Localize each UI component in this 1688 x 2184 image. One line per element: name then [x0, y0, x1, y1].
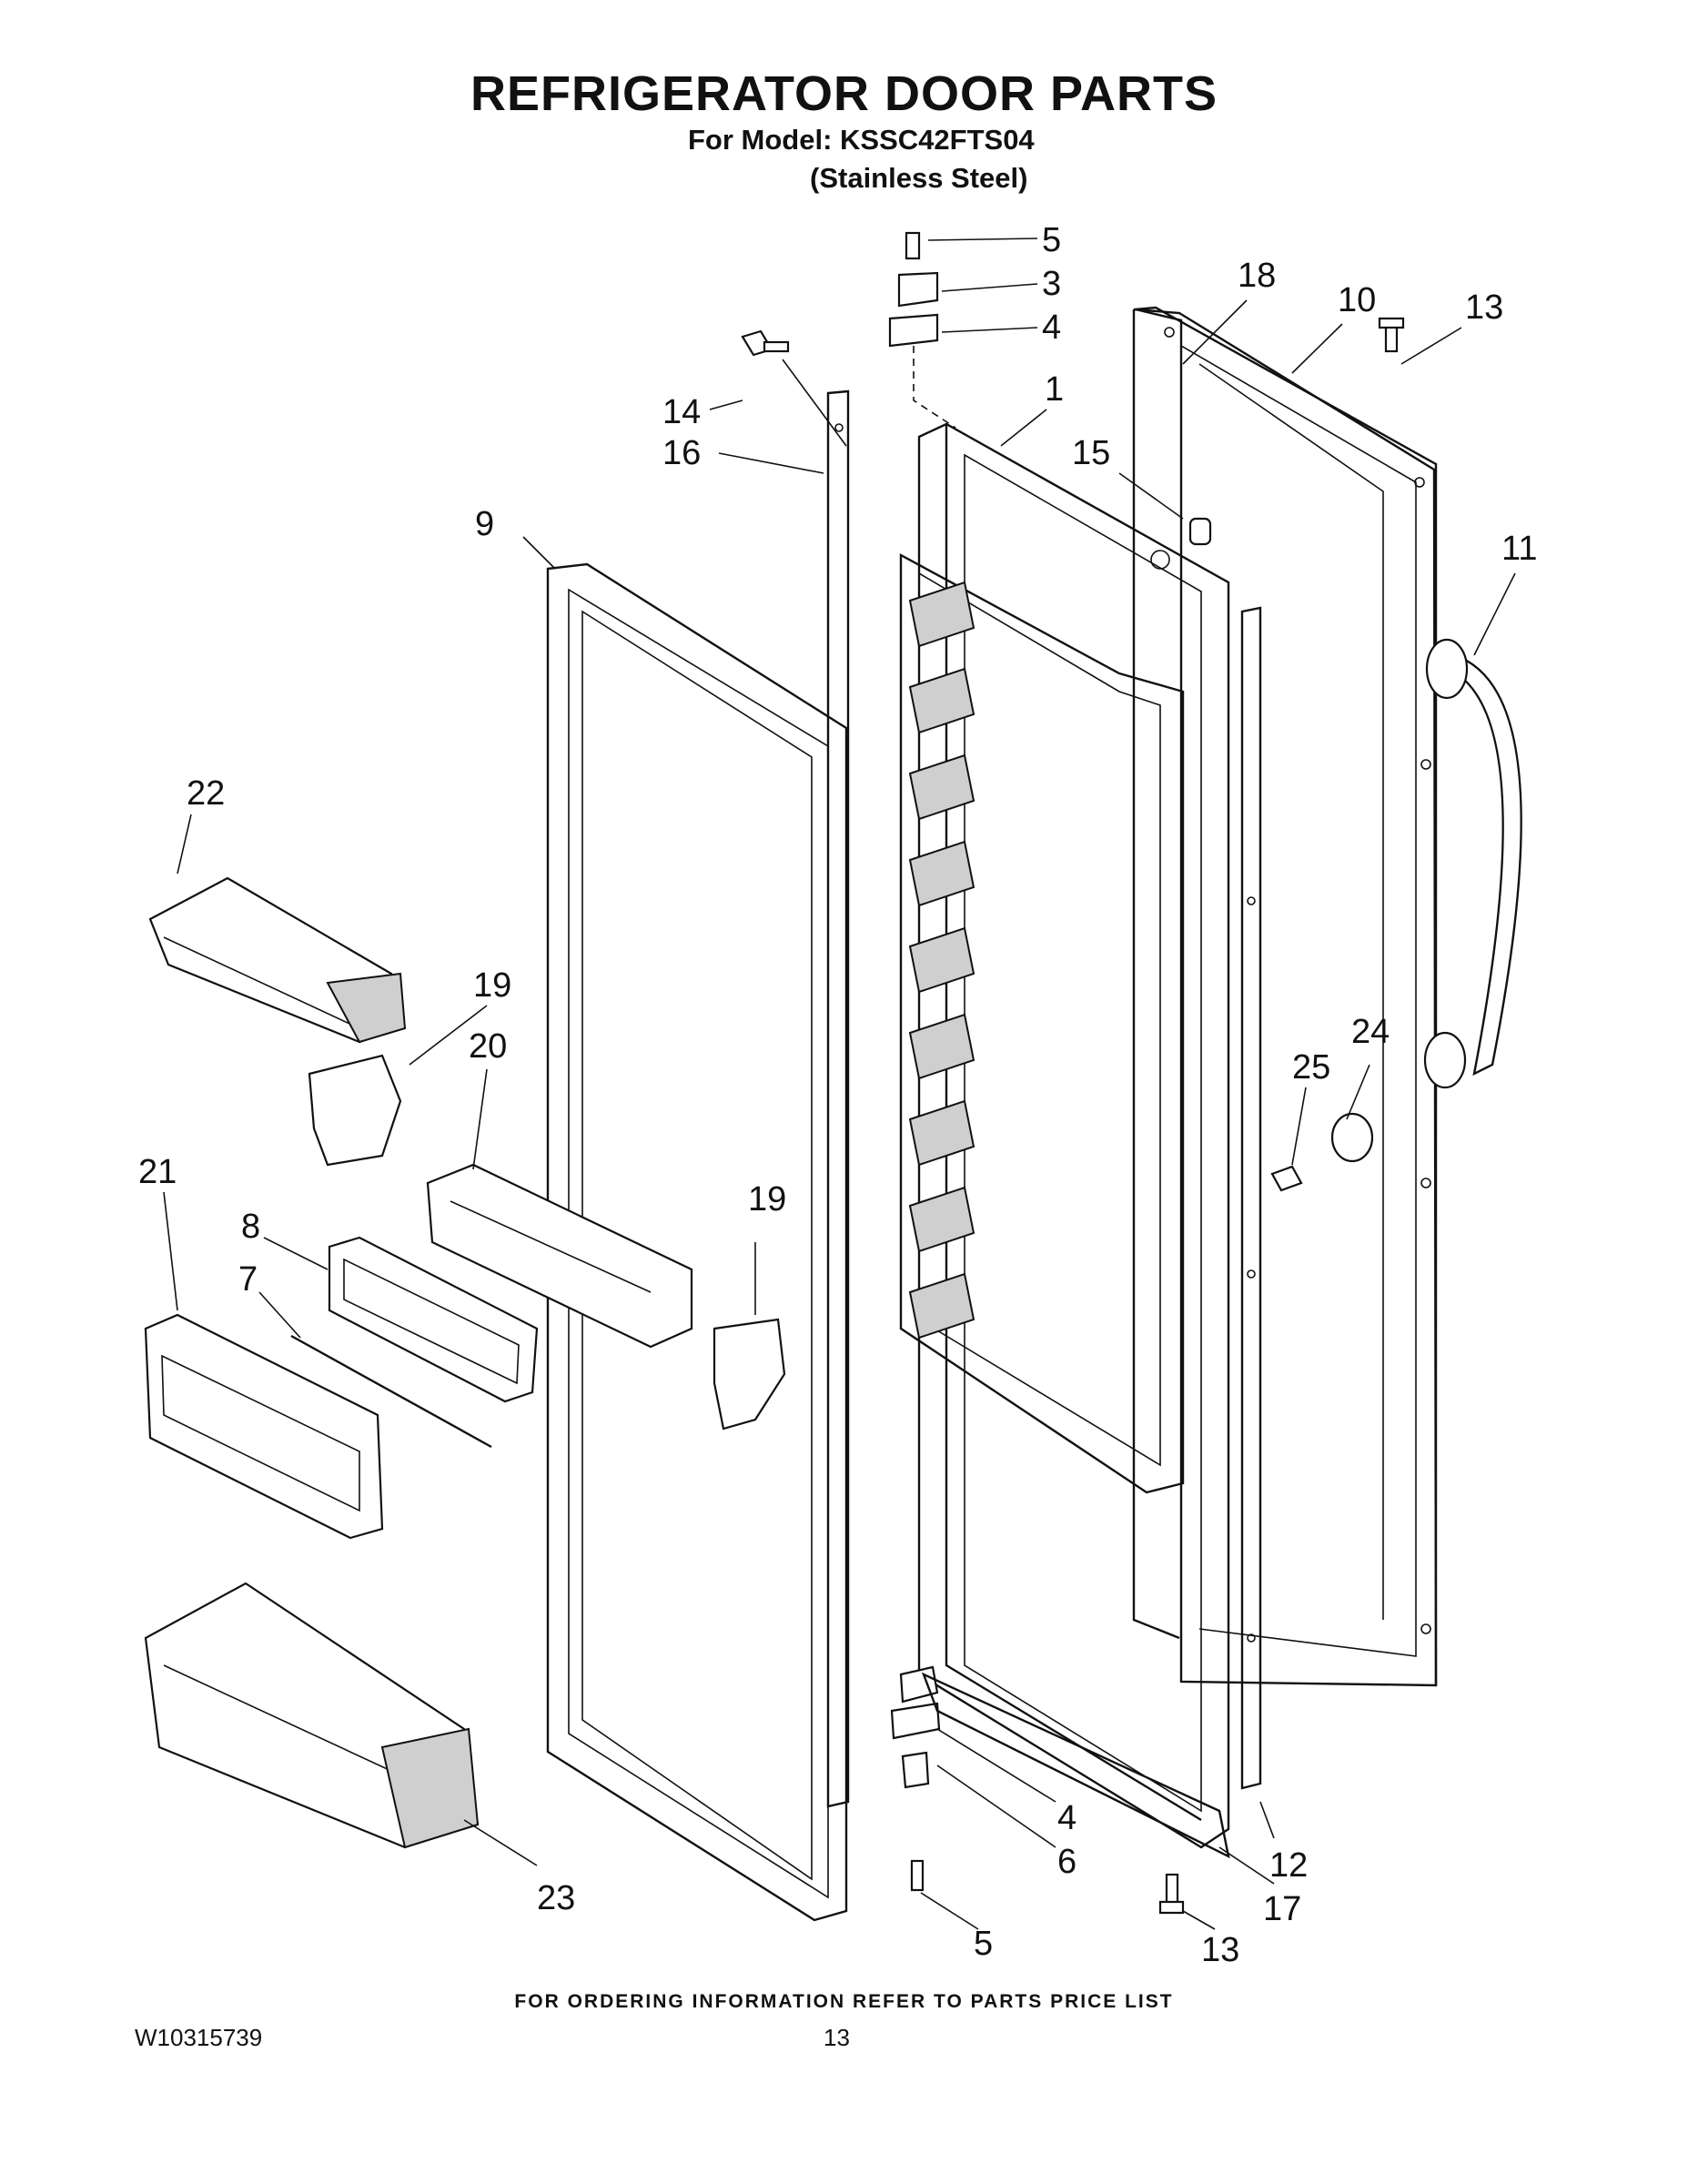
callout-9: 9 — [475, 505, 494, 543]
bottom-brace-17 — [921, 1672, 1230, 1859]
callout-17: 17 — [1263, 1890, 1301, 1928]
document-number: W10315739 — [135, 2024, 263, 2051]
screw-14 — [741, 329, 790, 357]
callout-11: 11 — [1501, 530, 1537, 568]
screw-25-and-cap-24 — [1270, 1112, 1374, 1192]
callout-16: 16 — [662, 434, 701, 472]
clip-19-left — [308, 1054, 402, 1167]
callout-6: 6 — [1057, 1843, 1076, 1881]
plug-15 — [1188, 517, 1212, 546]
callout-25: 25 — [1292, 1048, 1330, 1087]
bottom-hinge-assembly — [890, 1665, 941, 1892]
callout-21: 21 — [138, 1153, 177, 1191]
callout-10: 10 — [1338, 281, 1376, 319]
callout-8: 8 — [241, 1208, 260, 1246]
bin-21 — [144, 1313, 384, 1540]
model-line: For Model: KSSC42FTS04 — [688, 124, 1035, 156]
frame-8 — [328, 1236, 539, 1403]
page-title: REFRIGERATOR DOOR PARTS — [470, 66, 1218, 121]
callout-24: 24 — [1351, 1013, 1390, 1051]
outer-door-panel — [1132, 306, 1438, 1687]
callout-14: 14 — [662, 393, 701, 431]
callout-19-left: 19 — [473, 966, 511, 1005]
handle-side-strip — [1240, 606, 1262, 1790]
ordering-note: FOR ORDERING INFORMATION REFER TO PARTS … — [514, 1991, 1174, 2012]
hinge-side-strip — [826, 389, 850, 1808]
leader-arrows — [163, 238, 1516, 1930]
callout-4-top: 4 — [1042, 308, 1061, 347]
callout-5-top: 5 — [1042, 221, 1061, 259]
callout-22: 22 — [187, 774, 225, 813]
callout-13-bottom: 13 — [1201, 1931, 1239, 1969]
liner-shelf-rails — [908, 581, 975, 1340]
screw-13-top — [1378, 317, 1405, 353]
callout-1: 1 — [1045, 370, 1064, 409]
callout-7: 7 — [238, 1260, 258, 1299]
bin-23 — [144, 1582, 480, 1849]
door-gasket — [546, 562, 848, 1922]
screw-13-bottom — [1158, 1873, 1185, 1915]
callout-5-bottom: 5 — [974, 1925, 993, 1963]
clip-19-right — [713, 1318, 786, 1431]
callout-12: 12 — [1269, 1846, 1308, 1885]
callout-3: 3 — [1042, 265, 1061, 303]
bin-22 — [148, 876, 407, 1044]
door-handle — [1423, 638, 1522, 1089]
callout-20: 20 — [469, 1027, 507, 1066]
callout-23: 23 — [537, 1879, 575, 1917]
door-liner — [899, 422, 1230, 1849]
callout-4-bottom: 4 — [1057, 1799, 1076, 1837]
strip-7 — [290, 1334, 492, 1449]
callout-15: 15 — [1072, 434, 1110, 472]
callout-19-right: 19 — [748, 1180, 786, 1218]
top-hinge-assembly — [888, 231, 956, 429]
callout-13-top: 13 — [1465, 288, 1503, 327]
finish-line: (Stainless Steel) — [810, 162, 1028, 194]
callout-18: 18 — [1238, 257, 1276, 295]
page-number: 13 — [824, 2024, 850, 2051]
